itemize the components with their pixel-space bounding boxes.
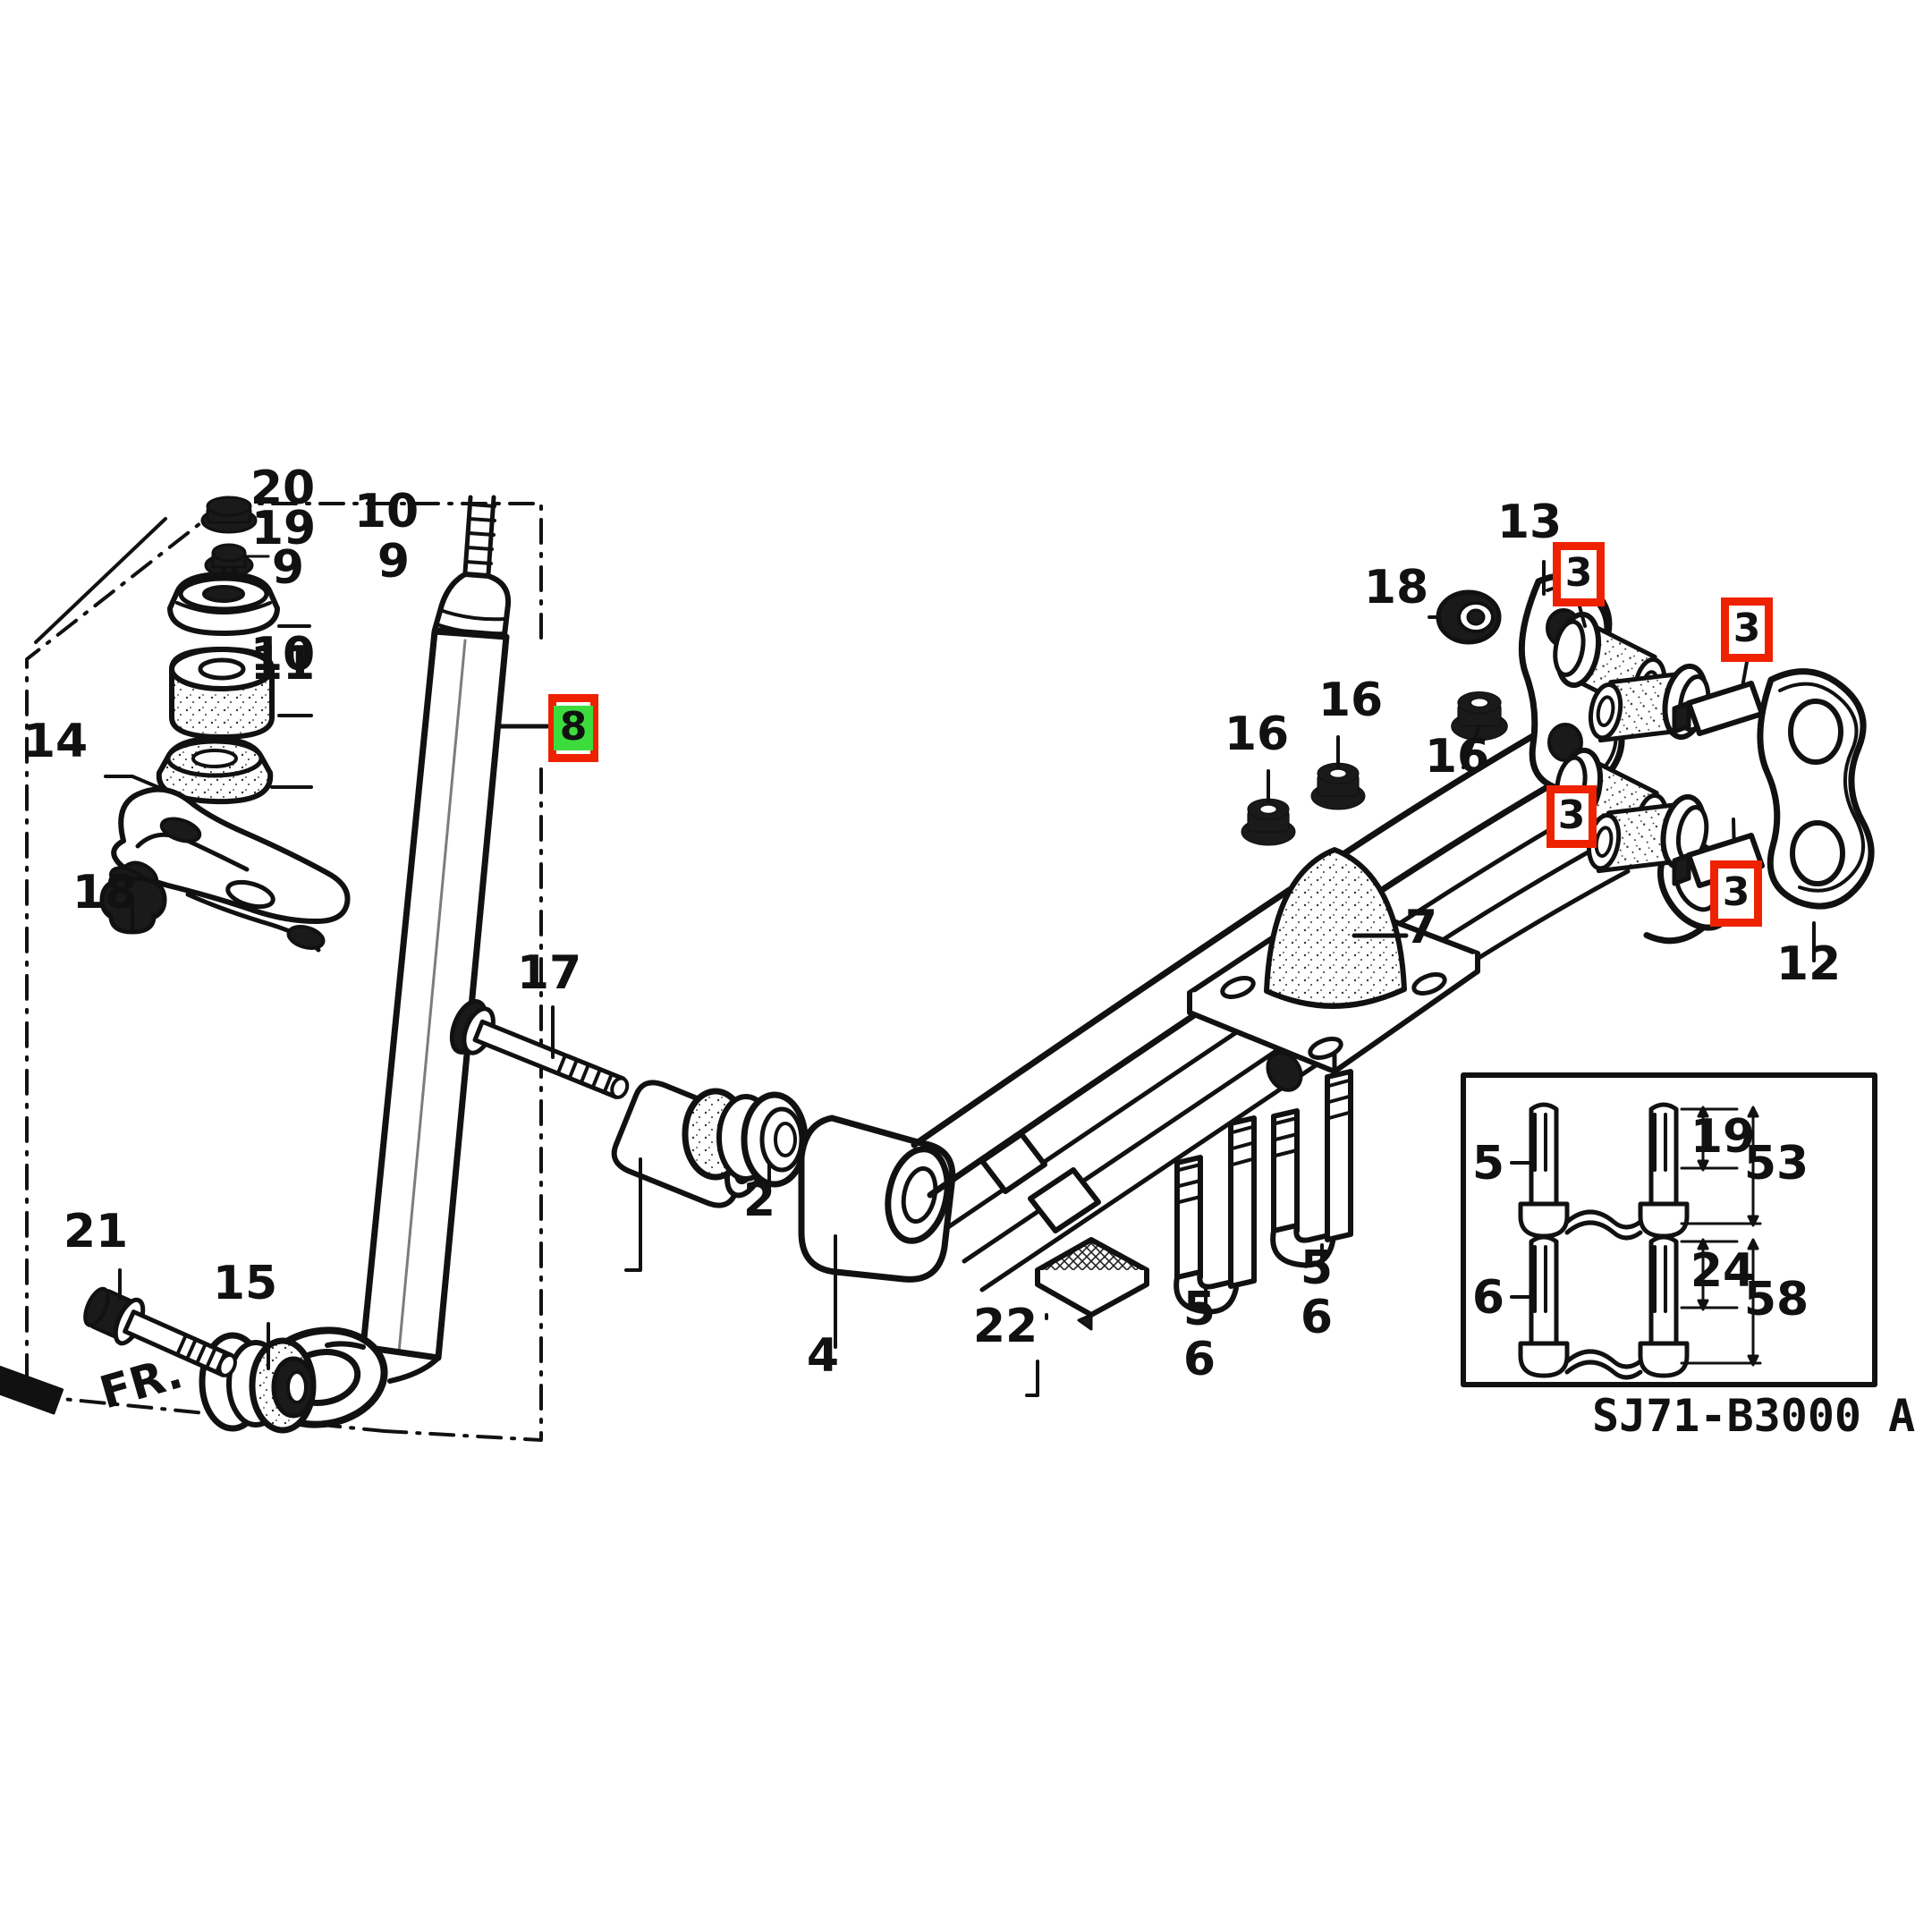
callout-4: 4 — [807, 1329, 839, 1383]
callout-6: 6 — [1183, 1333, 1216, 1386]
callout-5: 5 — [1301, 1241, 1333, 1295]
callout-22: 22 — [973, 1300, 1038, 1353]
callout-21: 21 — [64, 1205, 128, 1258]
highlight-label: 3 — [1733, 606, 1761, 651]
inset-label-5: 5 — [1472, 1137, 1504, 1191]
callout-16: 16 — [1224, 708, 1289, 761]
highlight-label: 3 — [1557, 792, 1586, 838]
callout-9: 9 — [272, 541, 304, 595]
callout-16: 16 — [1425, 730, 1489, 784]
inset-dim-58: 58 — [1744, 1273, 1809, 1326]
highlight-box-3-3[interactable]: 3 — [1546, 785, 1597, 848]
callout-5: 5 — [1183, 1283, 1216, 1336]
inset-dim-19: 19 — [1690, 1110, 1755, 1164]
svg-text:FR.: FR. — [94, 1346, 188, 1419]
callout-20: 20 — [250, 462, 315, 515]
inset-dim-24: 24 — [1690, 1244, 1755, 1298]
callout-9: 9 — [377, 535, 410, 589]
callout-10: 10 — [354, 485, 419, 538]
callout-16: 16 — [1318, 674, 1383, 727]
callout-14: 14 — [23, 715, 88, 768]
callout-10: 10 — [250, 628, 315, 682]
callout-11: 11 — [250, 637, 315, 691]
callout-13: 13 — [1497, 496, 1562, 549]
highlight-box-3-4[interactable]: 3 — [1710, 860, 1762, 927]
callout-17: 17 — [517, 946, 581, 1000]
highlight-box-8-0[interactable]: 8 — [548, 694, 598, 762]
callout-18: 18 — [72, 866, 137, 919]
callout-18: 18 — [1364, 561, 1428, 614]
highlight-label: 3 — [1564, 550, 1593, 596]
diagram-code: SJ71-B3000 A — [1592, 1390, 1915, 1442]
highlight-box-3-1[interactable]: 3 — [1553, 542, 1605, 606]
callout-19: 19 — [251, 502, 316, 555]
callout-7: 7 — [1405, 901, 1437, 954]
callout-2: 2 — [743, 1174, 775, 1227]
callout-12: 12 — [1776, 937, 1841, 991]
highlight-box-3-2[interactable]: 3 — [1721, 597, 1773, 662]
inset-dim-53: 53 — [1744, 1137, 1809, 1191]
callout-15: 15 — [213, 1257, 277, 1310]
callout-6: 6 — [1301, 1291, 1333, 1344]
highlight-label: 8 — [553, 702, 594, 754]
highlight-label: 3 — [1722, 869, 1750, 915]
inset-label-6: 6 — [1472, 1271, 1504, 1325]
